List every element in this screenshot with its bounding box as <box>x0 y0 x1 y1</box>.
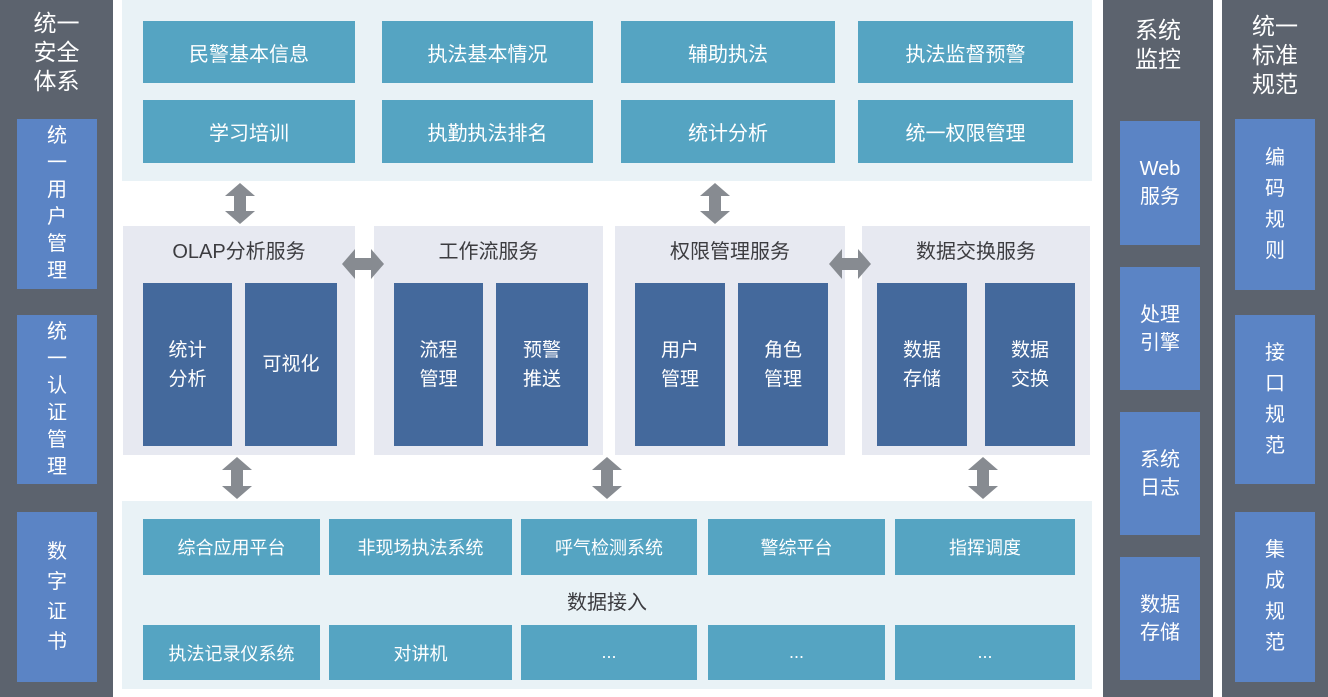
monitor-item-system-log: 系统 日志 <box>1120 412 1200 535</box>
service-group-data-exchange: 数据交换服务 数据 存储 数据 交换 <box>862 226 1090 455</box>
access-box-command-dispatch: 指挥调度 <box>895 519 1075 575</box>
double-arrow-vertical-icon <box>968 457 998 499</box>
double-arrow-vertical-icon <box>592 457 622 499</box>
access-box-more: ... <box>708 625 885 680</box>
monitor-item-processing-engine: 处理 引擎 <box>1120 267 1200 390</box>
access-box-more: ... <box>521 625 697 680</box>
app-box-supervision-warning: 执法监督预警 <box>858 21 1073 83</box>
service-box-data-storage: 数据 存储 <box>877 283 967 446</box>
service-box-visualization: 可视化 <box>245 283 337 446</box>
access-box-offsite-enforcement: 非现场执法系统 <box>329 519 512 575</box>
access-box-body-camera: 执法记录仪系统 <box>143 625 320 680</box>
app-box-enforcement-basic: 执法基本情况 <box>382 21 593 83</box>
service-box-warning-push: 预警 推送 <box>496 283 588 446</box>
access-box-police-platform: 警综平台 <box>708 519 885 575</box>
standard-sidebar-title: 统一 标准 规范 <box>1252 13 1298 97</box>
access-box-more: ... <box>895 625 1075 680</box>
security-item-digital-cert: 数 字 证 书 <box>17 512 97 682</box>
app-box-police-basic-info: 民警基本信息 <box>143 21 355 83</box>
service-group-workflow: 工作流服务 流程 管理 预警 推送 <box>374 226 603 455</box>
monitor-sidebar: 系统 监控 Web 服务 处理 引擎 系统 日志 数据 存储 <box>1103 0 1213 697</box>
service-group-title: 工作流服务 <box>438 241 539 263</box>
app-box-assist-enforcement: 辅助执法 <box>621 21 835 83</box>
app-box-unified-permission: 统一权限管理 <box>858 100 1073 163</box>
access-box-breath-test: 呼气检测系统 <box>521 519 697 575</box>
standard-item-interface-spec: 接 口 规 范 <box>1235 315 1315 484</box>
service-group-title: 权限管理服务 <box>670 241 790 263</box>
service-group-permission: 权限管理服务 用户 管理 角色 管理 <box>615 226 845 455</box>
app-box-duty-ranking: 执勤执法排名 <box>382 100 593 163</box>
access-box-walkie-talkie: 对讲机 <box>329 625 512 680</box>
app-box-statistics-analysis: 统计分析 <box>621 100 835 163</box>
security-sidebar-title: 统一 安全 体系 <box>33 10 80 94</box>
security-sidebar: 统一 安全 体系 统 一 用 户 管 理 统 一 认 证 管 理 数 字 证 书 <box>0 0 113 697</box>
service-box-user-mgmt: 用户 管理 <box>635 283 725 446</box>
monitor-item-web-service: Web 服务 <box>1120 121 1200 245</box>
monitor-sidebar-title: 系统 监控 <box>1135 17 1181 72</box>
service-group-title: OLAP分析服务 <box>172 241 306 263</box>
app-box-learning-training: 学习培训 <box>143 100 355 163</box>
standard-item-coding-rules: 编 码 规 则 <box>1235 119 1315 290</box>
double-arrow-vertical-icon <box>700 183 730 224</box>
security-item-user-mgmt: 统 一 用 户 管 理 <box>17 119 97 289</box>
security-item-auth-mgmt: 统 一 认 证 管 理 <box>17 315 97 484</box>
service-group-title: 数据交换服务 <box>916 241 1036 263</box>
double-arrow-vertical-icon <box>225 183 255 224</box>
access-box-integrated-platform: 综合应用平台 <box>143 519 320 575</box>
double-arrow-horizontal-icon <box>829 249 871 279</box>
monitor-item-data-storage: 数据 存储 <box>1120 557 1200 680</box>
data-access-label: 数据接入 <box>567 592 647 614</box>
double-arrow-horizontal-icon <box>342 249 384 279</box>
service-box-role-mgmt: 角色 管理 <box>738 283 828 446</box>
service-group-olap: OLAP分析服务 统计 分析 可视化 <box>123 226 355 455</box>
standard-item-integration-spec: 集 成 规 范 <box>1235 512 1315 682</box>
double-arrow-vertical-icon <box>222 457 252 499</box>
standard-sidebar: 统一 标准 规范 编 码 规 则 接 口 规 范 集 成 规 范 <box>1222 0 1328 697</box>
application-layer-band: 民警基本信息 执法基本情况 辅助执法 执法监督预警 学习培训 执勤执法排名 统计… <box>122 0 1092 181</box>
data-access-band: 综合应用平台 非现场执法系统 呼气检测系统 警综平台 指挥调度 数据接入 执法记… <box>122 501 1092 689</box>
service-box-process-mgmt: 流程 管理 <box>394 283 483 446</box>
service-box-data-exchange: 数据 交换 <box>985 283 1075 446</box>
service-box-stats-analysis: 统计 分析 <box>143 283 232 446</box>
